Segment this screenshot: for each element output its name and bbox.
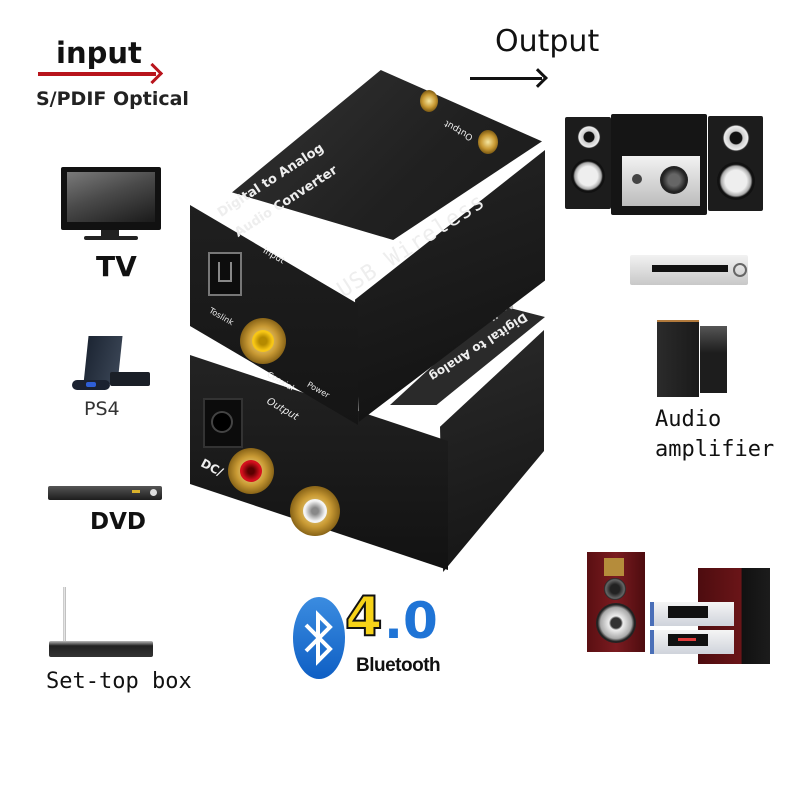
woofer	[571, 159, 605, 193]
rca-white-insert	[303, 499, 327, 523]
hifi-display-1	[668, 606, 708, 618]
woofer-driver	[596, 603, 636, 643]
subwoofer-speaker-icon	[657, 320, 699, 397]
midrange-driver	[604, 578, 626, 600]
dvd-label: DVD	[90, 509, 146, 535]
set-top-box-label: Set-top box	[46, 669, 192, 694]
ps4-label: PS4	[84, 398, 120, 420]
game-console-camera	[110, 372, 150, 386]
tv-stand	[101, 230, 119, 236]
receiver-knob	[733, 263, 747, 277]
bluetooth-wordmark: Bluetooth	[356, 655, 441, 676]
volume-knob-icon	[660, 166, 688, 194]
right-speaker-icon	[708, 116, 763, 211]
bluetooth-version-minor: .0	[384, 592, 438, 650]
receiver-display	[652, 265, 728, 272]
input-subheading: S/PDIF Optical	[36, 88, 189, 110]
tweeter	[722, 124, 750, 152]
input-heading: input	[56, 36, 142, 70]
ribbon-tweeter	[604, 558, 624, 576]
subwoofer-panel	[622, 156, 700, 206]
satellite-speaker-icon	[700, 326, 727, 393]
antenna-icon	[63, 587, 66, 643]
set-top-box-icon	[49, 641, 153, 657]
audio-amplifier-label: Audio amplifier	[655, 405, 774, 465]
rca-red-insert	[240, 460, 262, 482]
toslink-port-icon	[208, 252, 242, 296]
tv-screen	[67, 172, 155, 222]
woofer	[717, 162, 755, 200]
coaxial-insert	[252, 330, 274, 352]
tv-base	[84, 236, 138, 240]
tv-icon	[61, 167, 161, 230]
input-arrow-icon	[38, 72, 156, 76]
output-heading: Output	[495, 24, 600, 59]
audio-amplifier-label-line2: amplifier	[655, 437, 775, 462]
bluetooth-icon	[304, 610, 333, 666]
output-arrow-icon	[470, 77, 542, 80]
dvd-display	[132, 490, 140, 493]
top-output-jack-icon	[420, 90, 438, 112]
hifi-display-2	[668, 634, 708, 646]
left-speaker-icon	[565, 117, 611, 209]
tv-label: TV	[96, 250, 137, 283]
power-button-icon	[632, 174, 642, 184]
tweeter	[577, 125, 601, 149]
audio-amplifier-label-line1: Audio	[655, 407, 722, 432]
dvd-player-icon	[48, 486, 162, 500]
gamepad-icon	[72, 380, 110, 390]
dvd-knob	[150, 489, 157, 496]
top-output-jack-icon	[478, 130, 498, 154]
bluetooth-version-major: 4	[344, 585, 384, 648]
dc-power-jack-icon	[203, 398, 243, 448]
